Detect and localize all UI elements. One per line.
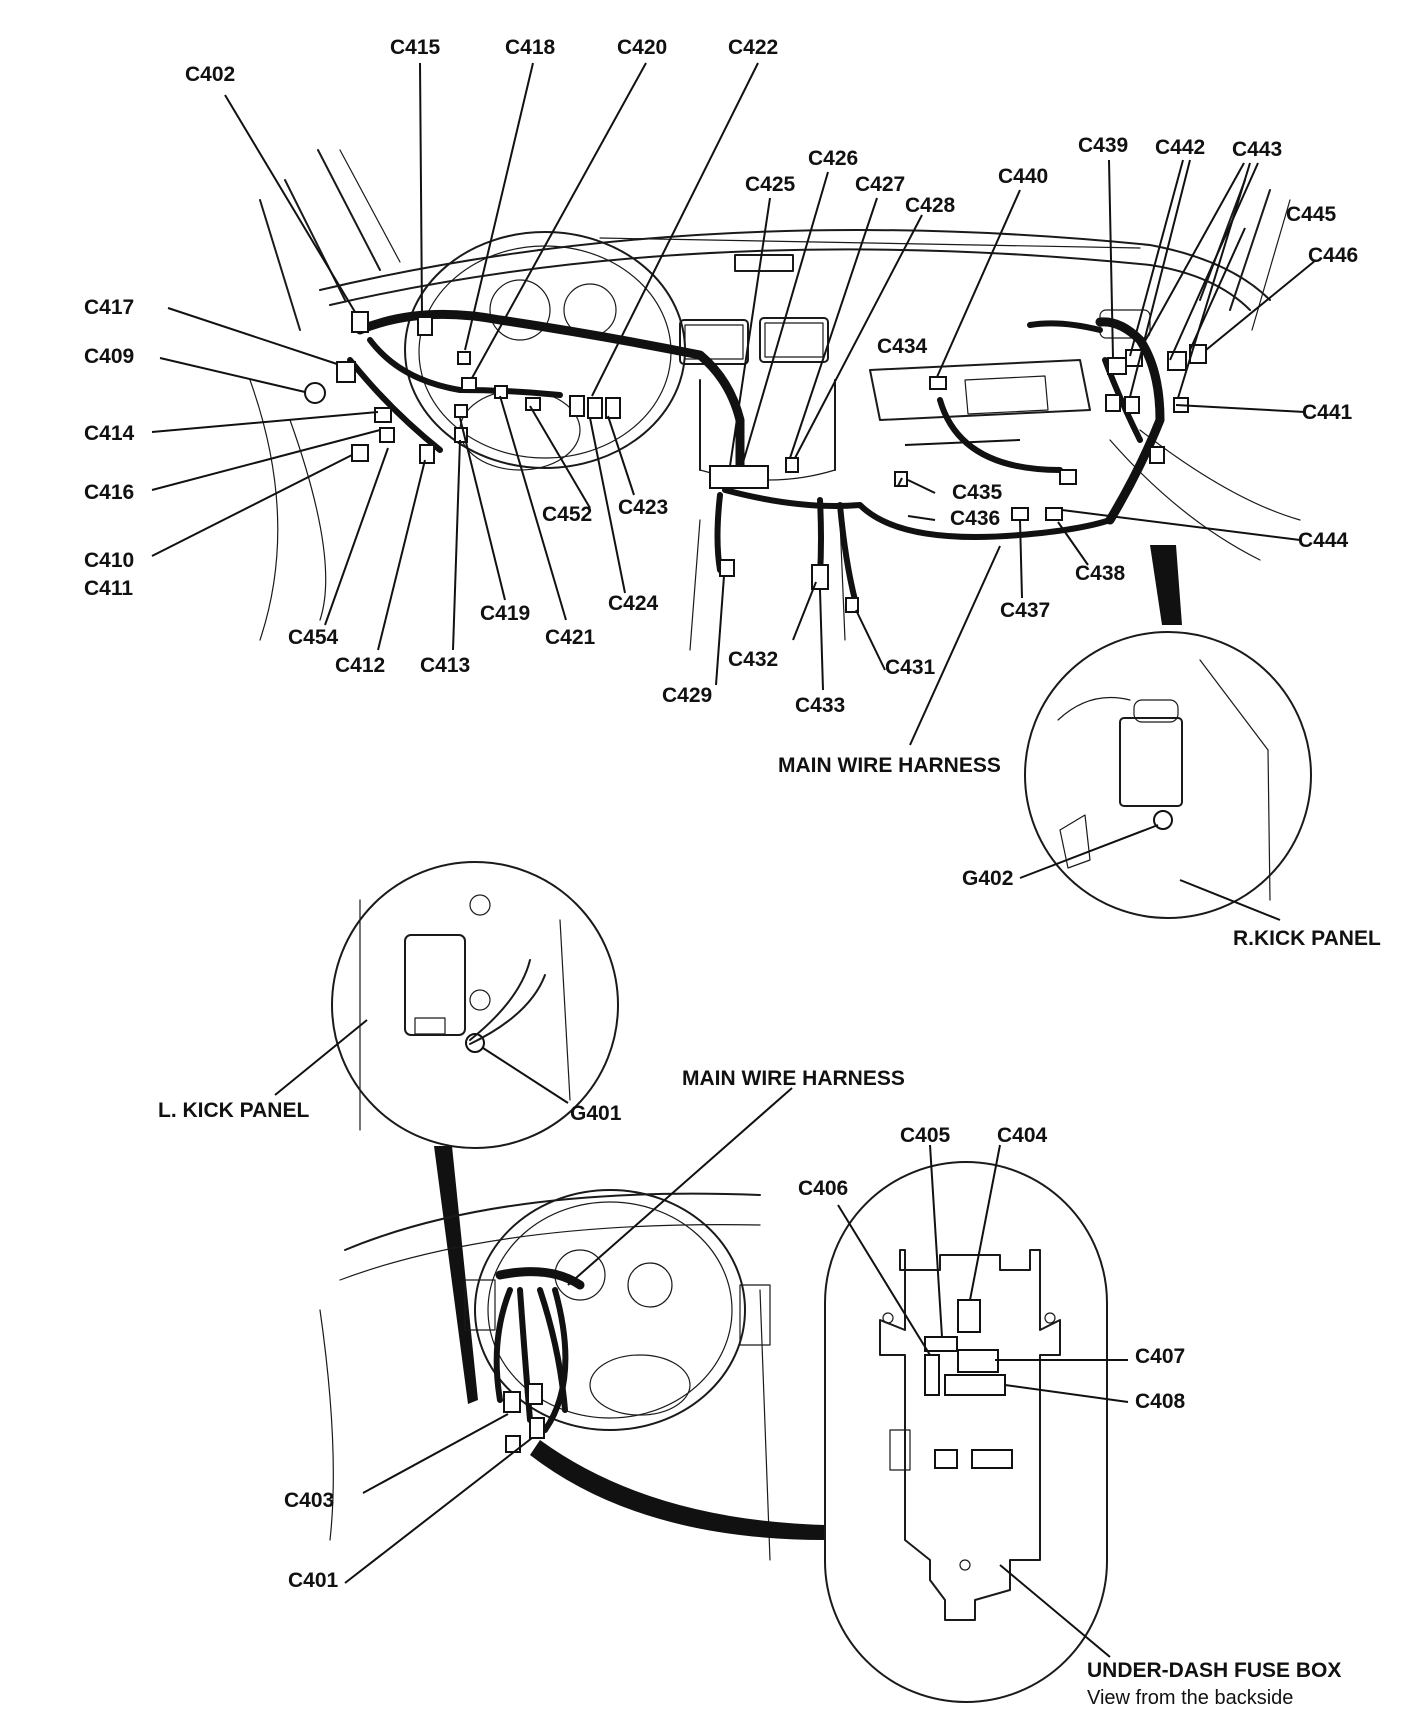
label-c443: C443: [1232, 138, 1283, 161]
label-c434: C434: [877, 335, 928, 358]
label-main-wire-harness-bottom: MAIN WIRE HARNESS: [682, 1067, 905, 1090]
label-c420: C420: [617, 36, 668, 59]
label-c401: C401: [288, 1569, 339, 1592]
label-c410: C410: [84, 549, 135, 572]
label-c415: C415: [390, 36, 441, 59]
label-fuse-box-note: View from the backside: [1087, 1687, 1294, 1709]
label-c408: C408: [1135, 1390, 1186, 1413]
label-g402: G402: [962, 867, 1014, 890]
label-c418: C418: [505, 36, 556, 59]
label-l-kick-panel: L. KICK PANEL: [158, 1099, 310, 1122]
label-c406: C406: [798, 1177, 849, 1200]
label-c405: C405: [900, 1124, 951, 1147]
label-c428: C428: [905, 194, 956, 217]
label-c424: C424: [608, 592, 659, 615]
label-c422: C422: [728, 36, 779, 59]
label-c442: C442: [1155, 136, 1206, 159]
label-c429: C429: [662, 684, 713, 707]
label-r-kick-panel: R.KICK PANEL: [1233, 927, 1381, 950]
label-c419: C419: [480, 602, 531, 625]
label-c441: C441: [1302, 401, 1353, 424]
label-c407: C407: [1135, 1345, 1186, 1368]
top-main-harness: [347, 309, 1165, 603]
label-under-dash-fuse-box: UNDER-DASH FUSE BOX: [1087, 1659, 1342, 1682]
bottom-dashboard: [319, 1189, 771, 1561]
top-dashboard-outline: [249, 149, 1301, 651]
label-c425: C425: [745, 173, 796, 196]
label-c439: C439: [1078, 134, 1129, 157]
label-main-wire-harness-top: MAIN WIRE HARNESS: [778, 754, 1001, 777]
fuse-box-inset: [824, 1144, 1129, 1703]
label-c433: C433: [795, 694, 846, 717]
label-c432: C432: [728, 648, 779, 671]
top-leader-lines: [151, 62, 1317, 746]
label-c445: C445: [1286, 203, 1337, 226]
label-c402: C402: [185, 63, 236, 86]
label-c417: C417: [84, 296, 135, 319]
label-c436: C436: [950, 507, 1001, 530]
label-c454: C454: [288, 626, 339, 649]
l-kick-panel-inset: [274, 861, 619, 1404]
label-c427: C427: [855, 173, 906, 196]
label-c431: C431: [885, 656, 936, 679]
label-g401: G401: [570, 1102, 622, 1125]
label-c413: C413: [420, 654, 471, 677]
label-c435: C435: [952, 481, 1003, 504]
label-c409: C409: [84, 345, 135, 368]
label-c452: C452: [542, 503, 593, 526]
top-connector-shapes: [304, 311, 1207, 613]
label-c403: C403: [284, 1489, 335, 1512]
label-c412: C412: [335, 654, 386, 677]
label-c440: C440: [998, 165, 1049, 188]
label-c423: C423: [618, 496, 669, 519]
label-c437: C437: [1000, 599, 1051, 622]
bottom-harness: [344, 1087, 825, 1584]
label-c414: C414: [84, 422, 135, 445]
label-c446: C446: [1308, 244, 1359, 267]
label-c411: C411: [84, 577, 134, 600]
label-c438: C438: [1075, 562, 1126, 585]
label-c421: C421: [545, 626, 596, 649]
label-c444: C444: [1298, 529, 1349, 552]
label-c426: C426: [808, 147, 859, 170]
label-c416: C416: [84, 481, 135, 504]
r-kick-panel-inset: [1019, 545, 1312, 921]
label-c404: C404: [997, 1124, 1048, 1147]
